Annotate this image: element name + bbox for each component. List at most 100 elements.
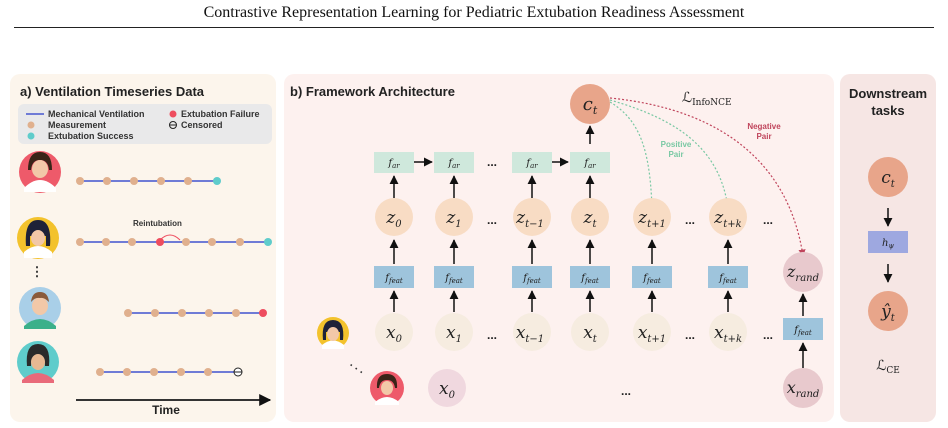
ar-box-0: [374, 152, 414, 173]
ar-box-label: far: [583, 158, 596, 170]
x-ellipsis-2: ...: [685, 328, 695, 342]
z-node-t+1: [633, 198, 671, 236]
feat-box-t+1: [632, 266, 672, 288]
patient-avatar-1: [19, 151, 61, 193]
yhat-node: [868, 291, 908, 331]
feat-box-rand: [783, 318, 823, 340]
downstream-ct-label: ct: [881, 168, 896, 190]
feat-box-t: [570, 266, 610, 288]
patient-avatar-b2: [370, 371, 404, 405]
extubation-failure-marker: [259, 309, 267, 317]
feat-box-label: ffeat: [793, 325, 812, 337]
timeline-1: [76, 177, 221, 185]
z-ellipsis-3: ...: [763, 213, 773, 227]
patient-avatar-4: [17, 341, 59, 383]
positive-pair-arrow-1: [609, 101, 656, 209]
z-node-label: z1: [445, 208, 461, 230]
x-rand-label: xrand: [787, 378, 820, 400]
legend-extubation-success: Extubation Success: [48, 131, 134, 141]
feat-box-t+k: [708, 266, 748, 288]
legend-mechanical-ventilation: Mechanical Ventilation: [48, 109, 145, 119]
feat-box-label: ffeat: [580, 273, 599, 285]
feat-box-t-1: [512, 266, 552, 288]
feat-row: ffeat ffeat ffeat ffeat ffeat ffeat: [374, 266, 748, 288]
x-node-label: xt−1: [516, 323, 544, 345]
feat-box-label: ffeat: [522, 273, 541, 285]
x-node-t: [571, 313, 609, 351]
extubation-failure-marker: [156, 238, 164, 246]
ar-row: far far ... far far: [374, 152, 610, 173]
extubation-success-marker: [264, 238, 272, 246]
context-node-ct: [570, 84, 610, 124]
z-node-t: [571, 198, 609, 236]
failure-dot-icon: [169, 110, 177, 118]
x-to-feat-arrows: [389, 290, 733, 312]
x-node-label: x1: [446, 323, 462, 345]
x-ellipsis-3: ...: [763, 328, 773, 342]
x-node-label: xt+k: [714, 323, 742, 345]
x-node-t+1: [633, 313, 671, 351]
extubation-success-marker: [213, 177, 221, 185]
z-node-label: z0: [385, 208, 402, 230]
z-node-label: zt+1: [637, 208, 666, 230]
x-node-1: [435, 313, 473, 351]
success-dot-icon: [27, 132, 35, 140]
x0-second-node: [428, 369, 466, 407]
legend-measurement: Measurement: [48, 120, 106, 130]
x-ellipsis-1: ...: [487, 328, 497, 342]
panel-b-heading: b) Framework Architecture: [290, 84, 455, 99]
ar-box-label: far: [525, 158, 538, 170]
feat-box-label: ffeat: [718, 273, 737, 285]
feat-box-label: ffeat: [642, 273, 661, 285]
page-title: Contrastive Representation Learning for …: [203, 4, 745, 21]
feat-box-1: [434, 266, 474, 288]
x0-second-label: x0: [439, 379, 456, 401]
z-node-t+k: [709, 198, 747, 236]
x-node-row: x0 x1 ... xt−1 xt xt+1 ... xt+k ...: [375, 313, 773, 351]
patient-avatar-2: [17, 217, 59, 259]
z-ellipsis-1: ...: [487, 213, 497, 227]
x-node-label: x0: [386, 323, 403, 345]
reintubation-arc: [159, 234, 181, 241]
panel-a-heading: a) Ventilation Timeseries Data: [20, 84, 205, 99]
feat-box-label: ffeat: [444, 273, 463, 285]
feat-box-label: ffeat: [384, 273, 403, 285]
feat-box-0: [374, 266, 414, 288]
second-row-ellipsis: ...: [621, 384, 631, 398]
timeline-3: [124, 309, 267, 317]
patient-diag-ellipsis: . . .: [348, 358, 367, 377]
ar-box-label: far: [447, 158, 460, 170]
downstream-ct-node: [868, 157, 908, 197]
timeline-2: [76, 238, 272, 246]
ar-box-label: far: [387, 158, 400, 170]
z-node-0: [375, 198, 413, 236]
censored-icon: [169, 121, 177, 129]
patients-vdots: ⋮: [31, 264, 44, 279]
legend-censored: Censored: [181, 120, 223, 130]
ar-ellipsis: ...: [487, 155, 497, 169]
timeline-4: [96, 367, 243, 377]
context-node-label: ct: [583, 94, 598, 117]
ce-loss-label: ℒCE: [876, 358, 900, 376]
negative-pair-arrow: [609, 97, 806, 257]
h-psi-label: hψ: [882, 238, 894, 250]
x-node-t+k: [709, 313, 747, 351]
positive-pair-arrow-2: [609, 99, 731, 209]
feat-to-z-arrows: [389, 239, 733, 264]
x-node-t-1: [513, 313, 551, 351]
z-node-label: zt+k: [713, 208, 741, 230]
z-node-label: zt−1: [515, 208, 544, 230]
panel-framework-architecture: [284, 74, 834, 422]
legend-box: Mechanical Ventilation Measurement Extub…: [18, 104, 272, 144]
z-node-t-1: [513, 198, 551, 236]
ar-box-t: [570, 152, 610, 173]
ar-box-1: [434, 152, 474, 173]
patient-avatar-b1: [317, 317, 349, 349]
infonce-loss-label: ℒInfoNCE: [682, 90, 732, 108]
z-rand-label: zrand: [786, 262, 819, 284]
z-rand-node: [783, 252, 823, 292]
z-node-row: z0 z1 ... zt−1 zt zt+1 ... zt+k ...: [375, 198, 773, 236]
